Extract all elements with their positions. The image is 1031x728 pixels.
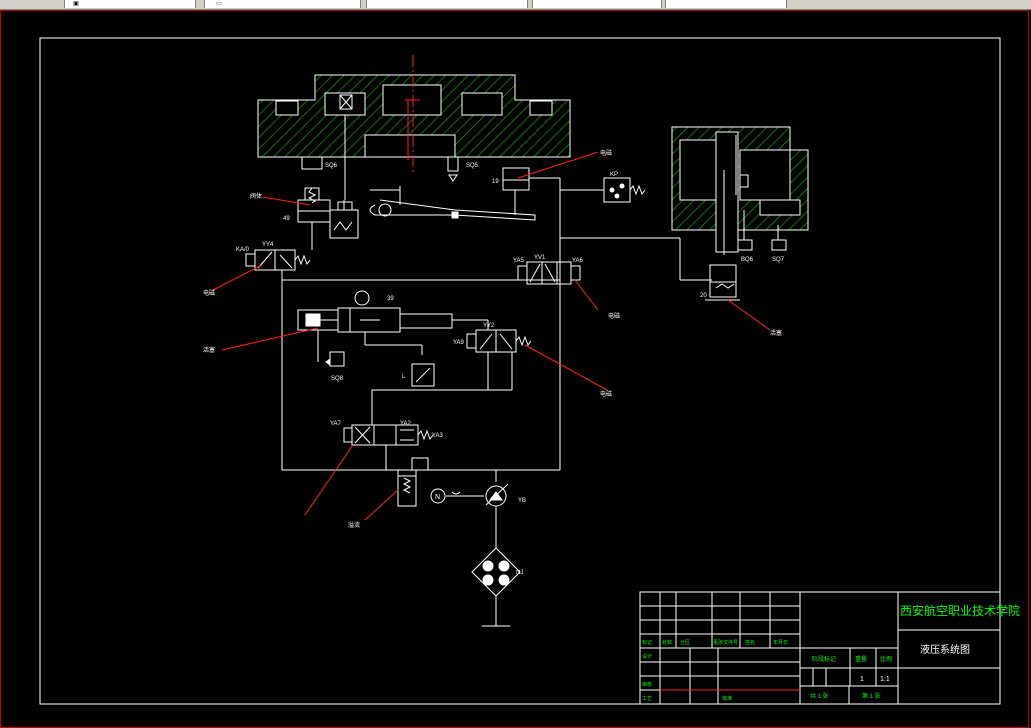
col-header-4: 更改文件号 bbox=[713, 639, 738, 646]
label-yy4: YY4 bbox=[262, 242, 274, 248]
sheet-number: 第 1 张 bbox=[862, 692, 881, 700]
valve-yy4 bbox=[245, 249, 560, 470]
toolbar-field-1[interactable] bbox=[64, 0, 196, 8]
label-kp: KP bbox=[610, 172, 618, 178]
row-check: 审核 bbox=[642, 681, 652, 688]
valve-yv1 bbox=[517, 261, 581, 285]
col-header-1: 标记 bbox=[642, 639, 652, 646]
callout-6: 电磁 bbox=[608, 312, 620, 320]
drawing-name: 液压系统图 bbox=[920, 643, 970, 656]
sheets-total: 共 1 张 bbox=[810, 692, 829, 700]
toolbar-field-2[interactable] bbox=[204, 0, 361, 8]
weight-label: 重量 bbox=[855, 655, 867, 663]
label-yv1: YV1 bbox=[534, 255, 546, 261]
callout-5: 电磁 bbox=[600, 390, 612, 398]
label-sq6: SQ6 bbox=[325, 163, 338, 169]
linetype-icon: ▭ bbox=[216, 1, 222, 7]
callout-4: 活塞 bbox=[203, 346, 215, 354]
label-sq5: SQ5 bbox=[466, 163, 479, 169]
pump-motor bbox=[430, 483, 509, 548]
row-approve: 批准 bbox=[722, 695, 732, 702]
valve-yy2 bbox=[372, 319, 532, 391]
label-ya5: YA5 bbox=[513, 258, 525, 264]
leader-lines bbox=[212, 151, 771, 521]
label-39: 39 bbox=[387, 296, 394, 302]
label-yb: YB bbox=[518, 498, 526, 504]
label-yy2: YY2 bbox=[483, 323, 495, 329]
callout-3: 电磁 bbox=[600, 149, 612, 157]
label-sq8: SQ8 bbox=[331, 376, 344, 382]
toolbar: ▣ ▭ bbox=[0, 0, 1031, 10]
scale-value: 1:1 bbox=[880, 676, 890, 683]
col-header-2: 处数 bbox=[662, 639, 672, 646]
row-process: 工艺 bbox=[642, 696, 652, 702]
callout-1: 阀体 bbox=[250, 192, 262, 200]
cylinder-39 bbox=[297, 290, 453, 355]
fixture-right bbox=[671, 126, 809, 253]
label-ya7: YA7 bbox=[330, 421, 342, 427]
label-ya2: YA2 bbox=[400, 421, 412, 427]
lever-mechanism bbox=[369, 186, 536, 221]
callout-7: 溢流 bbox=[348, 521, 360, 529]
pressure-switch-kp bbox=[560, 177, 646, 203]
valve-49 bbox=[297, 187, 359, 250]
school-name: 西安航空职业技术学院 bbox=[900, 603, 1020, 618]
row-design: 设计 bbox=[642, 653, 652, 660]
label-ya6: YA6 bbox=[572, 258, 584, 264]
callout-8: 活塞 bbox=[770, 329, 782, 337]
fixture-top bbox=[257, 74, 571, 158]
col-header-3: 分区 bbox=[680, 639, 690, 646]
label-nj: NJ bbox=[516, 570, 523, 576]
label-19: 19 bbox=[492, 179, 499, 185]
col-header-6: 年月日 bbox=[773, 639, 788, 646]
weight-value: 1 bbox=[860, 676, 864, 683]
label-ya9: YA9 bbox=[453, 340, 465, 346]
label-n: N bbox=[435, 494, 440, 501]
scale-label: 比例 bbox=[880, 655, 892, 663]
drawing-border bbox=[39, 37, 1001, 705]
toolbar-field-5[interactable] bbox=[665, 0, 787, 8]
label-bq6: BQ6 bbox=[741, 257, 754, 263]
col-header-5: 签名 bbox=[745, 639, 755, 646]
label-49: 49 bbox=[283, 216, 290, 222]
label-l: L bbox=[402, 374, 406, 380]
label-20: 20 bbox=[700, 293, 707, 299]
toolbar-field-3[interactable] bbox=[366, 0, 528, 8]
throttle-l bbox=[411, 363, 435, 387]
valve-ya7 bbox=[343, 390, 434, 470]
label-sq7: SQ7 bbox=[772, 257, 785, 263]
filter-nj bbox=[471, 547, 521, 627]
label-ka: KA/0 bbox=[236, 247, 250, 253]
toolbar-field-4[interactable] bbox=[532, 0, 662, 8]
cylinder-19 bbox=[502, 167, 561, 470]
stage-label: 阶段标记 bbox=[812, 655, 836, 663]
relief-valve bbox=[397, 469, 417, 507]
layer-icon: ▣ bbox=[73, 1, 79, 7]
label-ya3: YA3 bbox=[432, 433, 444, 439]
callout-2: 电磁 bbox=[203, 289, 215, 297]
